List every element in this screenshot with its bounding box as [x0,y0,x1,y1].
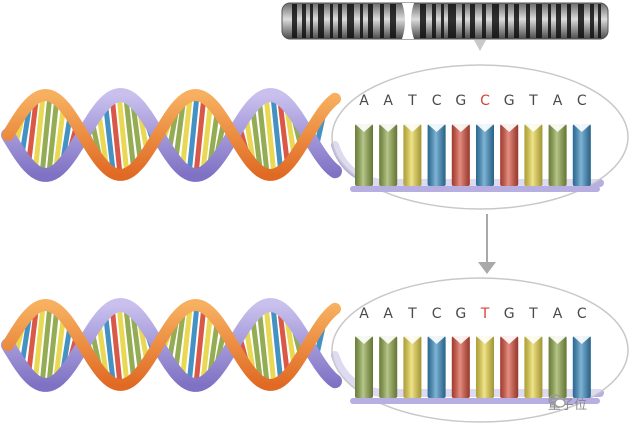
base-pair-rung [270,93,284,177]
nucleotide-G [451,336,470,398]
nucleotide-C [476,124,494,186]
base-pair-rung [179,305,193,385]
base-pair-rung [270,303,284,387]
chromosome [281,2,609,51]
base-pair-rung [256,304,270,386]
nucleotide-C [427,336,446,398]
base-pair-rung [123,305,137,385]
nucleotide-G [500,124,519,186]
nucleotide-G [451,124,470,186]
nucleotide-A [379,336,398,398]
base-pair-rung [193,93,207,177]
base-pair-rung [109,93,123,177]
nucleotide-A [355,124,373,186]
base-letter: A [359,93,369,109]
base-letter: A [383,93,393,109]
nucleotide-T [403,336,422,398]
base-pair-rung [46,94,60,176]
nucleotide-T [403,124,422,186]
base-letter: A [383,306,393,322]
backbone-strand-purple [1,298,342,392]
backbone-strand-purple [1,88,342,182]
base-letter: G [504,93,515,109]
backbone-strand-orange [2,89,341,181]
sugar-phosphate-bar [350,186,600,192]
base-letter: A [553,93,563,109]
watermark: 量子位 [548,394,587,413]
base-pair-rung [186,92,200,178]
base-letter: A [553,306,563,322]
base-pair-rung [32,303,46,387]
base-pair-rung [193,303,207,387]
base-letter: C [480,93,490,109]
base-pair-rung [200,97,214,173]
base-pair-rung [186,302,200,388]
base-pair-rung [39,302,53,388]
base-letter: T [528,93,538,109]
base-pair-rung [116,302,130,388]
base-pair-rung [263,92,277,178]
base-letter: T [528,306,538,322]
nucleotide-C [427,124,446,186]
base-pair-rung [116,92,130,178]
nucleotide-A [355,336,373,398]
base-letter: A [359,306,369,322]
nucleotide-C [572,336,591,398]
base-letter: T [407,306,417,322]
nucleotide-G [500,336,519,398]
base-letter: T [407,93,417,109]
backbone-strand-orange [2,299,341,391]
nucleotide-T [476,336,494,398]
base-letter: C [432,306,442,322]
nucleotide-A [548,124,567,186]
base-pair-rung [32,93,46,177]
base-letter: C [577,306,587,322]
arrow-down-icon [478,214,496,274]
base-pair-rung [46,304,60,386]
base-pair-rung [263,302,277,388]
sugar-phosphate-bar [350,398,600,404]
base-letter: G [455,93,466,109]
base-pair-rung [256,94,270,176]
base-pair-rung [179,95,193,175]
base-letter: G [455,306,466,322]
base-letter: T [480,306,490,322]
base-pair-rung [200,307,214,383]
base-pair-rung [123,95,137,175]
nucleotide-T [524,336,543,398]
base-letter: C [432,93,442,109]
base-pair-rung [39,92,53,178]
base-letter: G [504,306,515,322]
wechat-icon [548,394,566,408]
nucleotide-A [379,124,398,186]
base-letter: C [577,93,587,109]
nucleotide-C [572,124,591,186]
base-pair-rung [109,303,123,387]
nucleotide-T [524,124,543,186]
nucleotide-A [548,336,567,398]
